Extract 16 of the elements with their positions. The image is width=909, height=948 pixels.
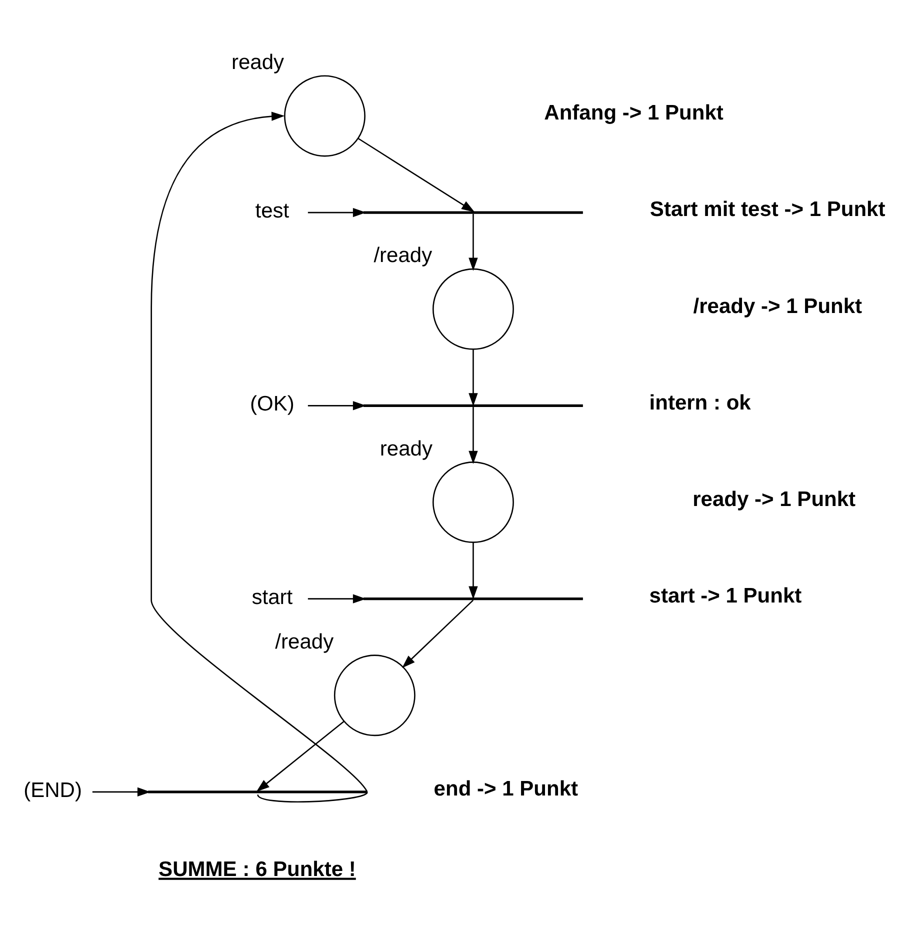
- node-label: /ready: [275, 630, 334, 654]
- node-label: ready: [380, 437, 433, 460]
- label: ready -> 1 Punkt: [692, 488, 856, 511]
- node-text: start: [252, 586, 293, 609]
- node-label: /ready: [374, 244, 432, 268]
- node-text: (OK): [250, 392, 294, 416]
- node-text: (END): [24, 778, 82, 802]
- label: end -> 1 Punkt: [434, 778, 578, 801]
- label: /ready -> 1 Punkt: [693, 294, 862, 318]
- label: SUMME : 6 Punkte !: [158, 858, 356, 881]
- node-label: ready: [231, 51, 284, 74]
- label: intern : ok: [649, 391, 751, 414]
- label: start -> 1 Punkt: [649, 584, 802, 608]
- node-text: test: [255, 200, 290, 223]
- label: Start mit test -> 1 Punkt: [650, 198, 886, 222]
- label: Anfang -> 1 Punkt: [544, 102, 724, 125]
